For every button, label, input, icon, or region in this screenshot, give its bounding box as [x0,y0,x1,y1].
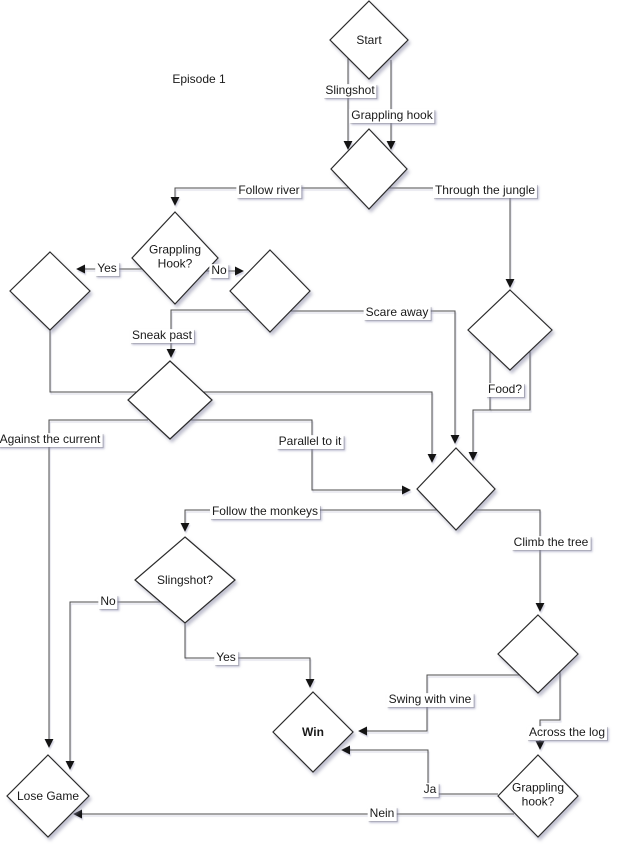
node-win[interactable] [272,691,354,773]
node-animal-choice[interactable] [229,249,311,333]
edge-label-food[interactable]: Food? [485,382,525,397]
edge-food-join[interactable] [468,350,531,461]
edge-label-grappling-hook[interactable]: Grappling hook [349,108,435,123]
node-junction[interactable] [416,447,496,531]
node-left-branch[interactable] [9,251,91,331]
node-route-choice[interactable] [330,128,408,210]
edge-label-yes-1[interactable]: Yes [95,261,119,276]
node-slingshot-question[interactable] [134,536,236,624]
edge-label-nein[interactable]: Nein [367,806,397,821]
edge-label-parallel-to-it[interactable]: Parallel to it [276,434,344,449]
edge-slingshot-no[interactable] [65,601,160,770]
node-grappling-hook-question-2[interactable] [497,754,579,838]
edge-label-ja[interactable]: Ja [421,782,439,797]
node-grappling-hook-question[interactable] [131,211,219,305]
edge-label-no-2[interactable]: No [98,594,118,609]
edge-scare-away[interactable] [290,310,460,444]
edge-follow-the-monkeys[interactable] [180,509,437,532]
edge-label-climb-the-tree[interactable]: Climb the tree [511,535,591,550]
edge-label-through-the-jungle[interactable]: Through the jungle [432,183,538,198]
edge-label-slingshot[interactable]: Slingshot [323,83,377,98]
node-lose-game[interactable] [6,754,90,838]
edge-climb-the-tree[interactable] [475,509,545,612]
diagram-title[interactable]: Episode 1 [172,72,226,86]
edge-label-follow-river[interactable]: Follow river [236,183,302,198]
edge-against-the-current[interactable] [44,419,148,748]
edge-slingshot-yes[interactable] [184,623,315,688]
edge-ja[interactable] [341,745,498,795]
edge-label-yes-2[interactable]: Yes [214,650,238,665]
edge-label-sneak-past[interactable]: Sneak past [129,328,195,343]
edge-label-no-1[interactable]: No [209,263,229,278]
edge-left-branch-join[interactable] [49,330,437,463]
edge-label-across-the-log[interactable]: Across the log [526,725,608,740]
edge-through-the-jungle[interactable] [378,187,515,288]
node-food-choice[interactable] [467,289,553,371]
edge-parallel-to-it[interactable] [191,419,411,495]
edge-label-against-the-current[interactable]: Against the current [0,432,103,447]
edge-label-swing-with-vine[interactable]: Swing with vine [386,692,474,707]
edge-label-follow-the-monkeys[interactable]: Follow the monkeys [209,504,321,519]
edge-label-scare-away[interactable]: Scare away [363,305,431,320]
node-start[interactable] [329,0,409,80]
node-river-choice[interactable] [127,360,213,440]
node-tree-top[interactable] [497,614,579,694]
